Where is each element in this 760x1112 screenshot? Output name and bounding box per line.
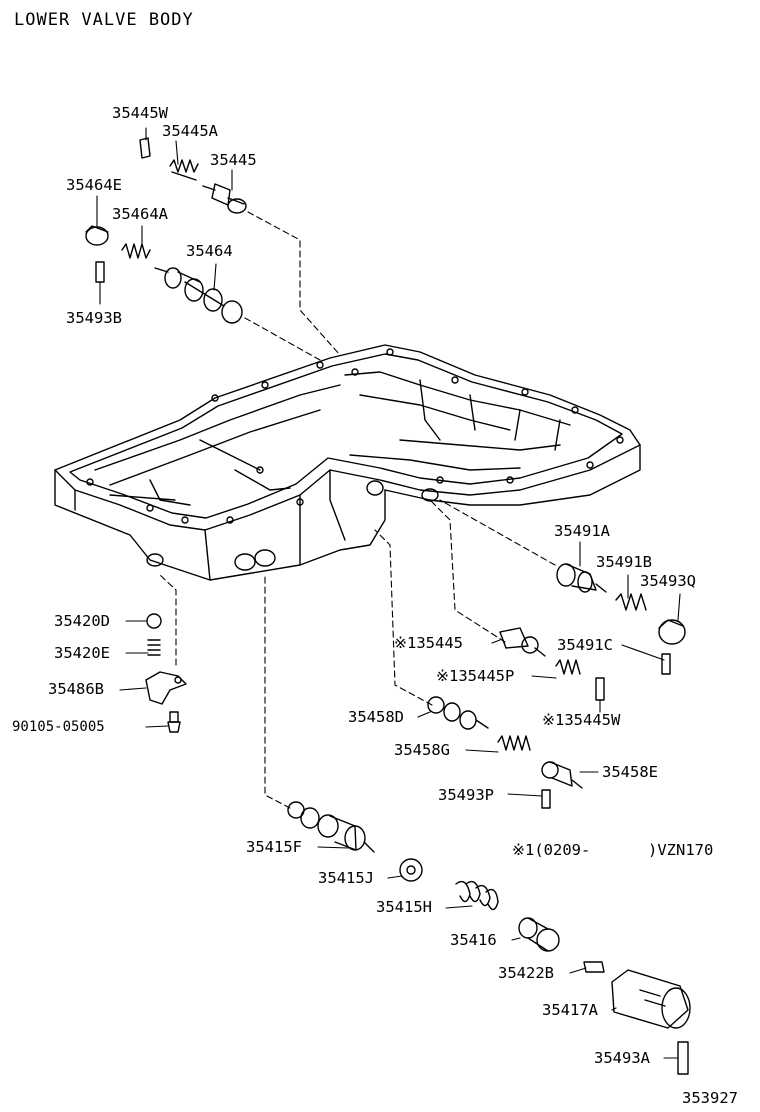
label-90105-05005: 90105-05005 bbox=[12, 719, 105, 735]
label-35491B: 35491B bbox=[596, 553, 652, 571]
label-35420D: 35420D bbox=[54, 612, 110, 630]
label-35493A: 35493A bbox=[594, 1049, 650, 1067]
label-35422B: 35422B bbox=[498, 964, 554, 982]
footnote-mark: ※1(0209- bbox=[512, 841, 591, 859]
label-135445: ※135445 bbox=[394, 634, 463, 652]
label-135445P: ※135445P bbox=[436, 667, 515, 685]
label-35464A: 35464A bbox=[112, 205, 168, 223]
label-35493B: 35493B bbox=[66, 309, 122, 327]
label-35445: 35445 bbox=[210, 151, 257, 169]
lower-valve-body-casting bbox=[54, 344, 641, 581]
label-35491A: 35491A bbox=[554, 522, 610, 540]
assembly-leader-lines bbox=[159, 211, 556, 809]
label-135445W: ※135445W bbox=[542, 711, 621, 729]
label-35445A: 35445A bbox=[162, 122, 218, 140]
label-35458E: 35458E bbox=[602, 763, 658, 781]
label-35493P: 35493P bbox=[438, 786, 494, 804]
label-35486B: 35486B bbox=[48, 680, 104, 698]
label-35464: 35464 bbox=[186, 242, 233, 260]
diagram-title: LOWER VALVE BODY bbox=[14, 10, 194, 30]
label-35458D: 35458D bbox=[348, 708, 404, 726]
figure-number: 353927 bbox=[682, 1089, 738, 1107]
label-35491C: 35491C bbox=[557, 636, 613, 654]
label-35415F: 35415F bbox=[246, 838, 302, 856]
label-35416: 35416 bbox=[450, 931, 497, 949]
label-35415J: 35415J bbox=[318, 869, 374, 887]
label-35420E: 35420E bbox=[54, 644, 110, 662]
label-35458G: 35458G bbox=[394, 741, 450, 759]
label-35445W: 35445W bbox=[112, 104, 168, 122]
label-35464E: 35464E bbox=[66, 176, 122, 194]
label-35417A: 35417A bbox=[542, 1001, 598, 1019]
label-35493Q: 35493Q bbox=[640, 572, 696, 590]
label-35415H: 35415H bbox=[376, 898, 432, 916]
footnote-model: )VZN170 bbox=[648, 841, 714, 859]
